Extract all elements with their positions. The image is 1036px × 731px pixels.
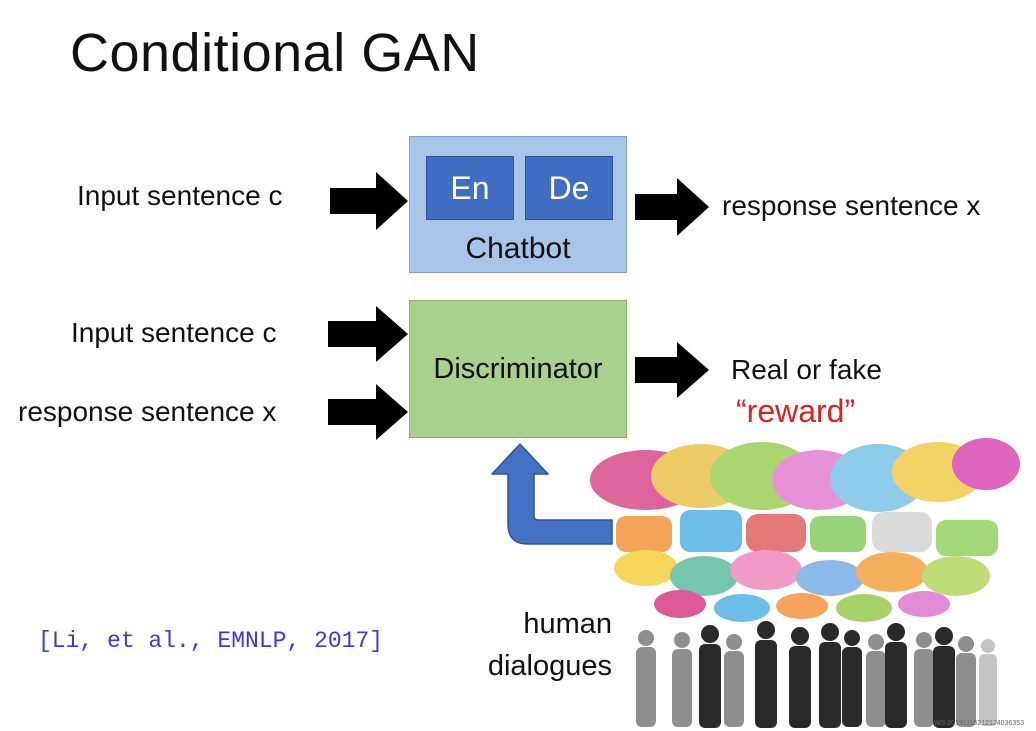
discriminator-box: Discriminator bbox=[409, 300, 627, 438]
image-watermark: WS:20191116212124036353 bbox=[934, 720, 1025, 727]
discriminator-label: Discriminator bbox=[433, 352, 603, 385]
human-label-line1: human bbox=[523, 608, 612, 640]
discriminator-output-label: Real or fake bbox=[731, 354, 882, 385]
discriminator-output-arrow bbox=[635, 342, 709, 398]
discriminator-input-c-label: Input sentence c bbox=[71, 317, 277, 348]
chatbot-input-label: Input sentence c bbox=[77, 180, 283, 211]
chatbot-label: Chatbot bbox=[465, 232, 571, 265]
human-dialogues-label: human dialogues bbox=[474, 603, 612, 687]
speech-bubbles-illustration bbox=[590, 438, 1020, 622]
chatbot-output-arrow bbox=[635, 178, 709, 236]
discriminator-input-c-arrow bbox=[328, 306, 408, 362]
reward-label: “reward” bbox=[736, 393, 856, 429]
decoder-block: De bbox=[525, 156, 613, 220]
feedback-arrow bbox=[491, 443, 613, 545]
chatbot-box: En De Chatbot bbox=[409, 136, 627, 273]
chatbot-input-arrow bbox=[330, 172, 408, 230]
discriminator-input-x-arrow bbox=[328, 384, 408, 440]
encoder-block: En bbox=[426, 156, 514, 220]
crowd-silhouettes bbox=[636, 621, 997, 728]
discriminator-input-x-label: response sentence x bbox=[18, 396, 277, 427]
slide-title: Conditional GAN bbox=[70, 23, 480, 83]
citation: [Li, et al., EMNLP, 2017] bbox=[38, 628, 384, 654]
human-label-line2: dialogues bbox=[487, 650, 612, 682]
chatbot-output-label: response sentence x bbox=[722, 190, 981, 221]
